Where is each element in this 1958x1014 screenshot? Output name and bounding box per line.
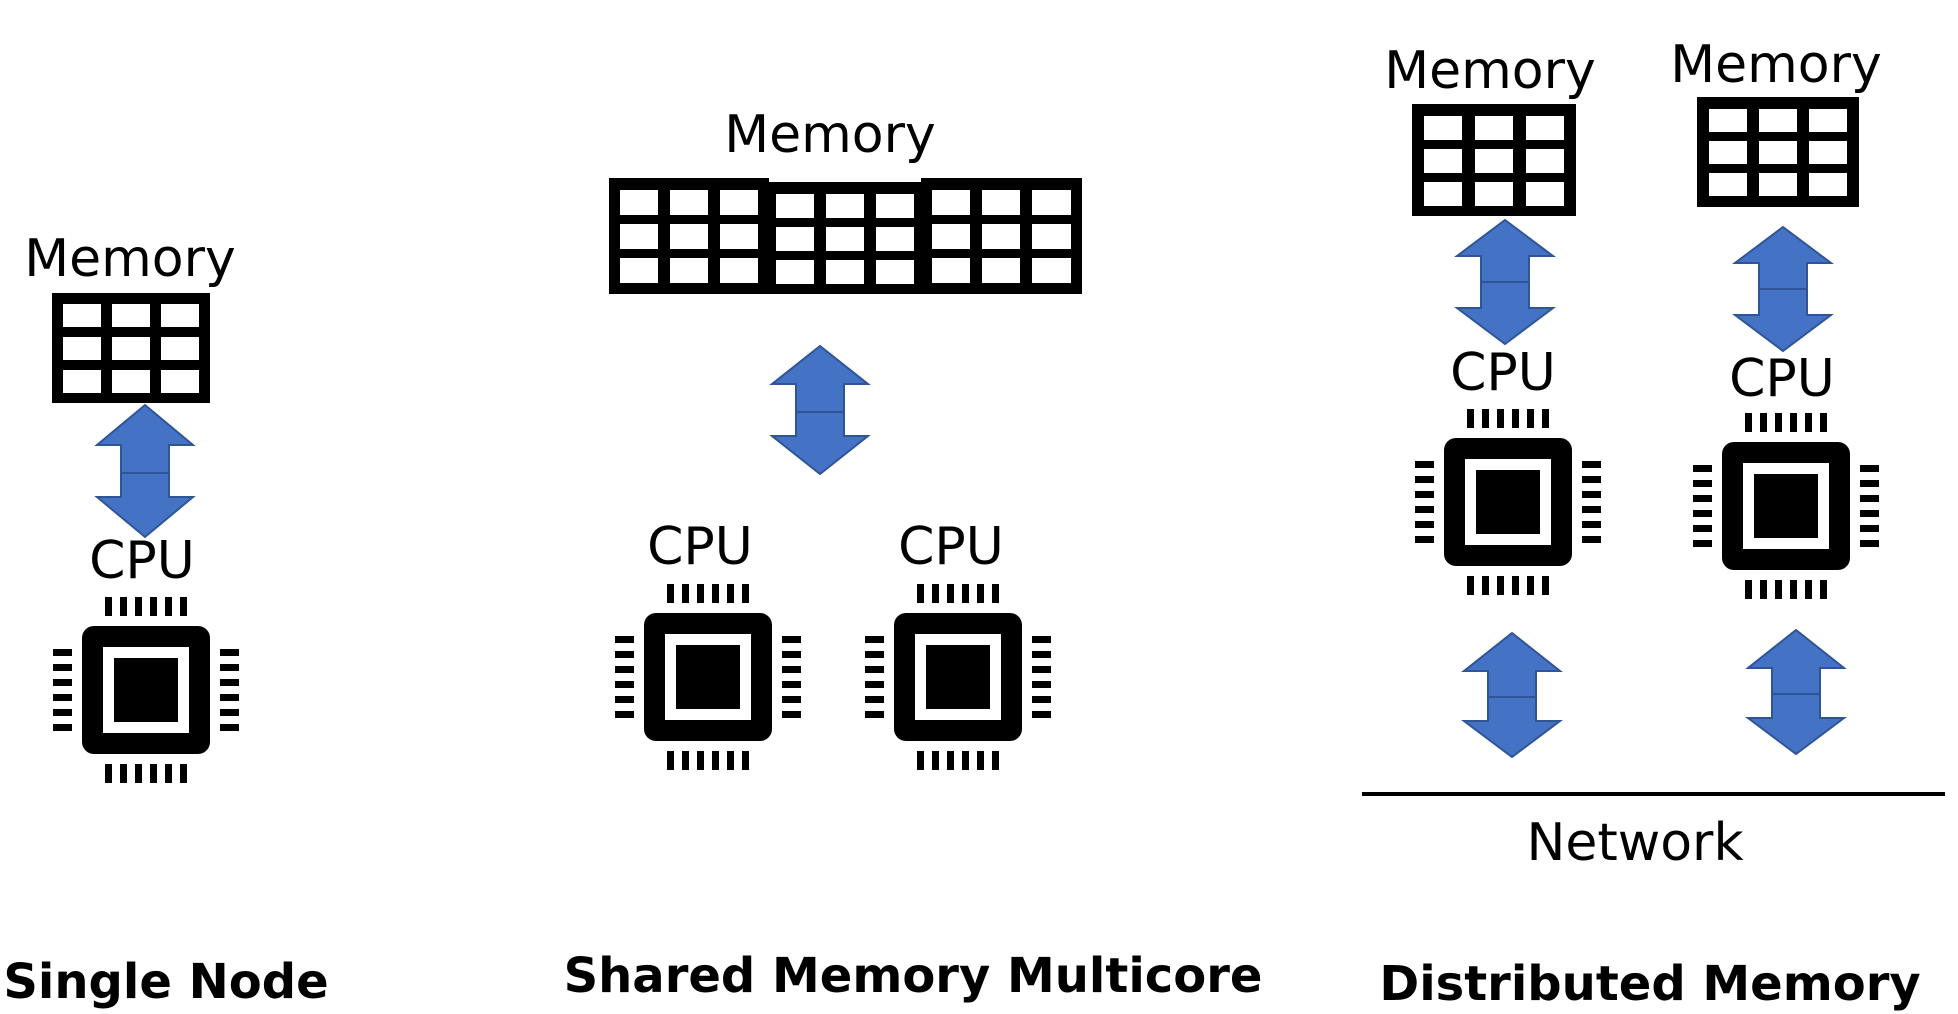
distributed-node-1-memory-label: Memory	[1384, 41, 1595, 101]
distributed-node-2-memory-cpu-arrow	[1732, 225, 1834, 353]
caption-single-node: Single Node	[3, 954, 328, 1010]
single-node-cpu-label: CPU	[89, 531, 195, 591]
single-node-panel: Memory CPU	[24, 229, 239, 783]
shared-memory-panel: Memory CPU	[609, 105, 1082, 770]
single-node-memory-cpu-arrow	[94, 403, 196, 539]
distributed-node-1-cpu-label: CPU	[1450, 343, 1556, 403]
distributed-node-2-memory-label: Memory	[1670, 35, 1881, 95]
single-node-cpu-icon	[53, 597, 239, 783]
caption-distributed-memory: Distributed Memory	[1379, 956, 1920, 1012]
network-label: Network	[1526, 813, 1743, 873]
single-node-memory-label: Memory	[24, 229, 235, 289]
distributed-node-1-memory-cpu-arrow	[1454, 218, 1556, 346]
distributed-node-2-network-arrow	[1745, 628, 1847, 756]
distributed-node-2-cpu-icon	[1693, 413, 1879, 599]
distributed-node-2-memory-grid	[1697, 97, 1859, 207]
shared-cpu-2-label: CPU	[898, 517, 1004, 577]
caption-shared-memory: Shared Memory Multicore	[564, 948, 1263, 1004]
distributed-node-1-cpu-icon	[1415, 409, 1601, 595]
shared-cpu-2-icon	[865, 584, 1051, 770]
distributed-node-1-memory-grid	[1412, 104, 1576, 216]
single-node-memory-grid	[52, 293, 210, 403]
shared-memory-cpu-arrow	[769, 344, 871, 476]
shared-memory-grid	[609, 178, 1082, 294]
distributed-node-2-cpu-label: CPU	[1729, 349, 1835, 409]
shared-cpu-1-icon	[615, 584, 801, 770]
shared-cpu-1-label: CPU	[647, 517, 753, 577]
distributed-memory-panel: Memory CPU Memory	[1362, 35, 1945, 873]
shared-memory-label: Memory	[724, 105, 935, 165]
distributed-node-1-network-arrow	[1461, 631, 1563, 759]
